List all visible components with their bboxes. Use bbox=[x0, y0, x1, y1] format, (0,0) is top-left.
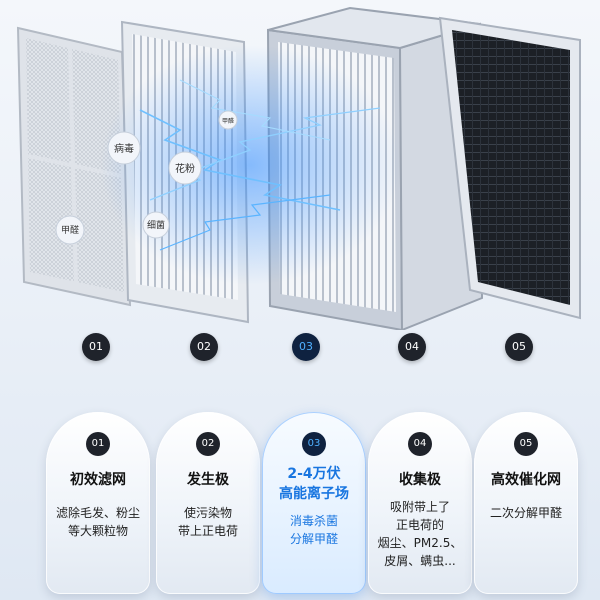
card-title: 初效滤网 bbox=[70, 472, 126, 488]
step-number-01: 01 bbox=[82, 333, 110, 361]
card-title: 发生极 bbox=[187, 472, 229, 488]
card-number: 01 bbox=[86, 432, 110, 456]
card-description: 使污染物 带上正电荷 bbox=[177, 506, 238, 538]
step-number-02: 02 bbox=[190, 333, 218, 361]
bacteria-label: 细菌 bbox=[142, 211, 170, 239]
card-collector: 04 收集极 吸附带上了 正电荷的 烟尘、PM2.5、 皮屑、螨虫... bbox=[368, 412, 472, 594]
catalytic-mesh-panel bbox=[438, 16, 581, 320]
card-title: 收集极 bbox=[399, 472, 441, 488]
card-pre-filter: 01 初效滤网 滤除毛发、粉尘 等大颗粒物 bbox=[46, 412, 150, 594]
svg-text:花粉: 花粉 bbox=[175, 162, 195, 175]
ion-field-glow bbox=[100, 45, 400, 285]
svg-text:病毒: 病毒 bbox=[114, 142, 134, 155]
card-title: 2-4万伏 高能离子场 bbox=[279, 466, 349, 502]
svg-text:细菌: 细菌 bbox=[147, 219, 165, 231]
card-catalytic-mesh: 05 高效催化网 二次分解甲醛 bbox=[474, 412, 578, 594]
step-number-03: 03 bbox=[292, 333, 320, 361]
card-generator: 02 发生极 使污染物 带上正电荷 bbox=[156, 412, 260, 594]
formaldehyde-small-label: 甲醛 bbox=[218, 110, 238, 130]
card-description: 吸附带上了 正电荷的 烟尘、PM2.5、 皮屑、螨虫... bbox=[377, 500, 463, 568]
pollen-label: 花粉 bbox=[168, 151, 202, 185]
svg-text:甲醛: 甲醛 bbox=[61, 224, 79, 236]
filter-layers-illustration: 病毒 花粉 甲醛 甲醛 细菌 bbox=[16, 6, 581, 330]
card-number: 05 bbox=[514, 432, 538, 456]
card-ion-field: 03 2-4万伏 高能离子场 消毒杀菌 分解甲醛 bbox=[262, 412, 366, 594]
card-description: 消毒杀菌 分解甲醛 bbox=[289, 514, 338, 546]
card-number: 04 bbox=[408, 432, 432, 456]
card-number: 02 bbox=[196, 432, 220, 456]
card-description: 滤除毛发、粉尘 等大颗粒物 bbox=[55, 506, 140, 538]
virus-label: 病毒 bbox=[107, 131, 141, 165]
formaldehyde-label: 甲醛 bbox=[55, 215, 85, 245]
step-number-05: 05 bbox=[505, 333, 533, 361]
svg-text:甲醛: 甲醛 bbox=[222, 117, 234, 125]
card-description: 二次分解甲醛 bbox=[489, 506, 562, 520]
card-number: 03 bbox=[302, 432, 326, 456]
card-title: 高效催化网 bbox=[491, 472, 561, 488]
step-number-04: 04 bbox=[398, 333, 426, 361]
